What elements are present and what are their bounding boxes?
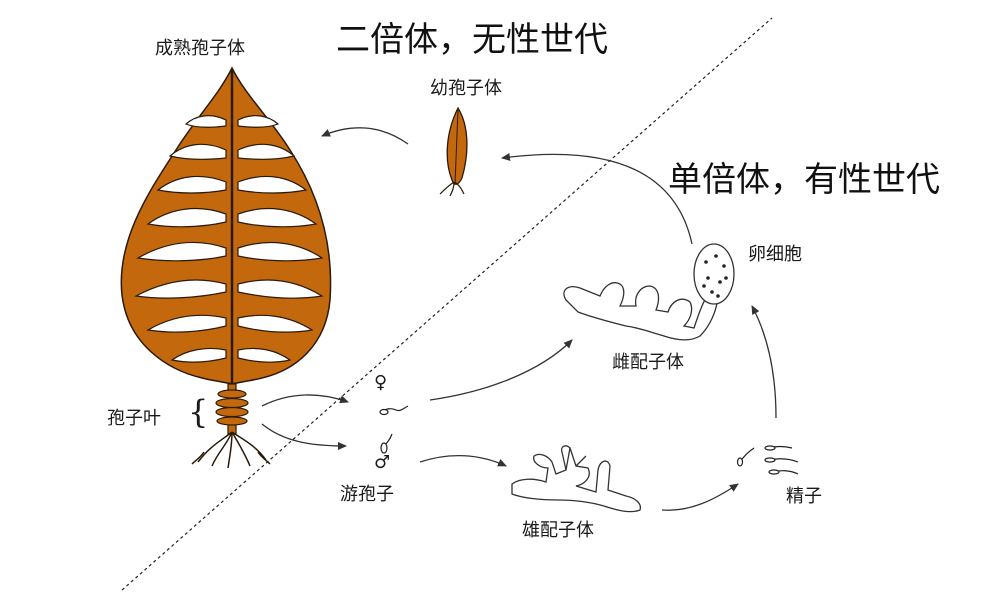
egg-cell-label: 卵细胞 (748, 244, 802, 265)
egg-cells (702, 254, 728, 298)
arrow-egg-to-young (501, 153, 693, 245)
arrow-male-gametophyte-to-sperm (661, 483, 739, 511)
arrow-spore-to-male-gametophyte (419, 454, 507, 467)
sporophyll-label: 孢子叶 (107, 408, 161, 429)
arrow-spore-to-female-gametophyte (429, 339, 573, 401)
young-sporophyte (439, 106, 468, 197)
holdfast (191, 431, 271, 469)
arrow-sporophyll-to-male-spore (261, 423, 347, 450)
female-symbol: ♀ (374, 372, 388, 393)
female-gametophyte-label: 雌配子体 (612, 352, 684, 373)
generation-divider-line (121, 17, 773, 591)
diploid-generation-heading: 二倍体，无性世代 (336, 20, 608, 60)
sperm-cells (736, 445, 799, 475)
young-sporophyte-label: 幼孢子体 (430, 78, 502, 99)
male-gametophyte (511, 445, 642, 513)
zoospore-label: 游孢子 (340, 484, 394, 505)
sporophyll-brace: { (188, 393, 209, 431)
male-symbol: ♂ (374, 452, 391, 473)
arrow-sperm-to-egg (751, 305, 777, 419)
arrow-young-to-mature (321, 127, 409, 145)
haploid-generation-heading: 单倍体，有性世代 (668, 160, 940, 200)
mature-sporophyte-blade (120, 66, 332, 392)
female-gametophyte (563, 243, 735, 341)
sperm-label: 精子 (786, 486, 822, 507)
mature-sporophyte-label: 成熟孢子体 (155, 38, 245, 59)
male-gametophyte-label: 雄配子体 (522, 520, 594, 541)
arrow-sporophyll-to-female-spore (261, 394, 349, 407)
zoospores (379, 405, 409, 454)
sporophyll-stipe (215, 383, 249, 435)
